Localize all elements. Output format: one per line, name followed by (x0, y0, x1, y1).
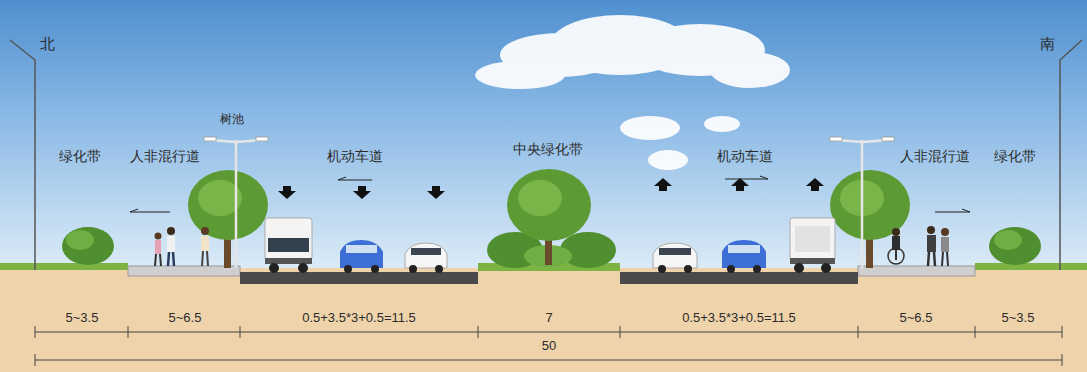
zone-label: 绿化带 (59, 149, 101, 164)
lamp-heads (204, 137, 894, 141)
dimension: 7 (545, 311, 552, 325)
carriageways (240, 272, 858, 284)
zone-label: 绿化带 (994, 149, 1036, 164)
zone-label: 人非混行道 (130, 149, 200, 164)
direction-arrows (278, 178, 824, 199)
dimension: 5~6.5 (900, 311, 933, 325)
dimension: 5~6.5 (169, 311, 202, 325)
sky (0, 0, 1087, 270)
trees (188, 169, 910, 268)
dimension: 5~3.5 (66, 311, 99, 325)
direction-mark: 南 (1040, 36, 1055, 53)
ground (0, 268, 1087, 372)
street-lamps (210, 140, 888, 268)
zone-label: 机动车道 (327, 149, 383, 164)
zone-label: 树池 (220, 113, 244, 126)
vehicles (265, 218, 835, 273)
dimension: 0.5+3.5*3+0.5=11.5 (302, 311, 416, 325)
clouds (475, 15, 790, 170)
pedestrians (155, 226, 950, 266)
dimension: 50 (542, 339, 556, 353)
flow-half-arrows (130, 176, 970, 212)
dimension: 0.5+3.5*3+0.5=11.5 (682, 311, 796, 325)
dimension-lines (35, 326, 1062, 366)
direction-mark: 北 (40, 36, 55, 53)
zone-label: 机动车道 (717, 149, 773, 164)
dimension: 5~3.5 (1002, 311, 1035, 325)
zone-label: 中央绿化带 (513, 142, 583, 157)
zone-label: 人非混行道 (900, 149, 970, 164)
boundary-lines (10, 40, 1082, 270)
